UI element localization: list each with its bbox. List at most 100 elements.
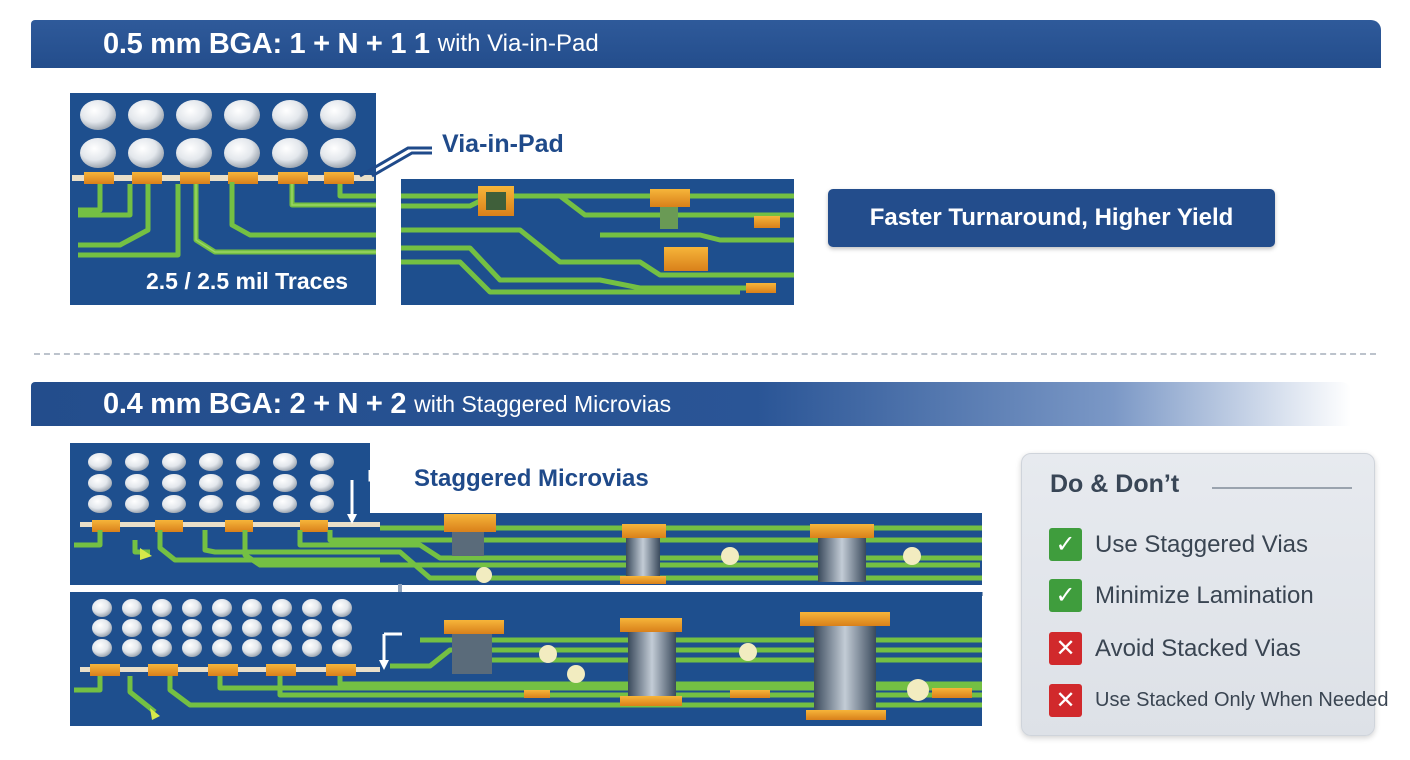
via-pad [84,172,114,184]
solder-ball [302,639,322,657]
via-pad [180,172,210,184]
solder-ball [92,619,112,637]
solder-ball-grid-2 [88,453,334,513]
solder-ball [242,619,262,637]
staggered-microvias-callout: Staggered Microvias [414,465,649,492]
via-in-pad-leader [359,146,432,178]
solder-ball [224,138,260,168]
solder-ball [152,639,172,657]
solder-ball [125,474,149,492]
dont-item: ✕ Avoid Stacked Vias [1049,632,1301,665]
solder-ball [212,619,232,637]
solder-ball [212,599,232,617]
do-item: ✓ Minimize Lamination [1049,579,1314,612]
trace-width-label: 2.5 / 2.5 mil Traces [146,268,349,294]
solder-ball [122,619,142,637]
solder-ball [88,453,112,471]
solder-ball [199,474,223,492]
via-pad [300,520,328,532]
solder-ball [273,495,297,513]
via-pad [155,520,183,532]
do-dont-title: Do & Don’t [1050,470,1180,498]
via-pad [90,664,120,676]
solder-ball [332,599,352,617]
section-1-banner: 0.5 mm BGA: 1 + N + 1 1 with Via-in-Pad [31,20,1381,68]
check-icon: ✓ [1049,579,1082,612]
solder-ball [332,619,352,637]
pcb-illustration [70,93,983,726]
solder-ball [272,619,292,637]
solder-ball [320,138,356,168]
via-pad [148,664,178,676]
dont-item: ✕ Use Stacked Only When Needed [1049,684,1389,717]
section-1-subtitle: with Via-in-Pad [437,30,599,57]
solder-ball [199,453,223,471]
via-pad [228,172,258,184]
solder-ball [302,619,322,637]
microvia-pad-row-3 [90,664,356,676]
solder-ball [182,599,202,617]
staggered-microvias-leader [350,470,405,662]
section-2-banner: 0.4 mm BGA: 2 + N + 2 with Staggered Mic… [31,382,1351,426]
via-pad [208,664,238,676]
check-icon: ✓ [1049,528,1082,561]
solder-ball [92,639,112,657]
solder-ball [88,495,112,513]
solder-ball [92,599,112,617]
x-icon: ✕ [1049,684,1082,717]
via-pad [92,520,120,532]
section-2-subtitle: with Staggered Microvias [414,390,672,417]
bga-board-top-2 [70,443,983,644]
solder-ball [310,474,334,492]
solder-ball [176,100,212,130]
solder-ball [224,100,260,130]
solder-ball [212,639,232,657]
via-pad [324,172,354,184]
do-dont-panel: Do & Don’t ✓ Use Staggered Vias ✓ Minimi… [1021,453,1389,736]
solder-ball [273,474,297,492]
via-in-pad-row [84,172,354,184]
solder-ball [310,453,334,471]
benefit-badge: Faster Turnaround, Higher Yield [828,189,1275,247]
bga-board-bottom-2 [70,592,982,726]
solder-ball [162,474,186,492]
section-divider [34,353,1376,355]
solder-ball [88,474,112,492]
do-item-text: Minimize Lamination [1095,581,1314,609]
via-pad [266,664,296,676]
solder-ball [320,100,356,130]
solder-ball [122,599,142,617]
solder-ball [162,495,186,513]
solder-ball [242,599,262,617]
via-pad [278,172,308,184]
solder-ball [182,619,202,637]
solder-ball [332,639,352,657]
bga-board-left-1 [70,93,376,305]
dont-item-text: Use Stacked Only When Needed [1095,689,1389,711]
solder-ball [152,599,172,617]
solder-ball-grid-1 [80,100,356,168]
solder-ball-grid-3 [92,599,352,657]
solder-ball [302,599,322,617]
solder-ball [176,138,212,168]
solder-ball [128,100,164,130]
section-2-title: 0.4 mm BGA: 2 + N + 2 [103,387,407,420]
solder-ball [125,453,149,471]
solder-ball [122,639,142,657]
solder-ball [310,495,334,513]
solder-ball [242,639,262,657]
solder-ball [272,138,308,168]
via-pad [132,172,162,184]
via-pad [326,664,356,676]
solder-ball [236,453,260,471]
do-dont-title-rule [1212,487,1352,489]
section-1-title: 0.5 mm BGA: 1 + N + 1 1 [103,27,430,60]
solder-ball [273,453,297,471]
solder-ball [125,495,149,513]
via-in-pad-callout: Via-in-Pad [442,130,564,158]
solder-ball [162,453,186,471]
solder-ball [128,138,164,168]
solder-ball [236,474,260,492]
solder-ball [80,100,116,130]
via-pad [225,520,253,532]
